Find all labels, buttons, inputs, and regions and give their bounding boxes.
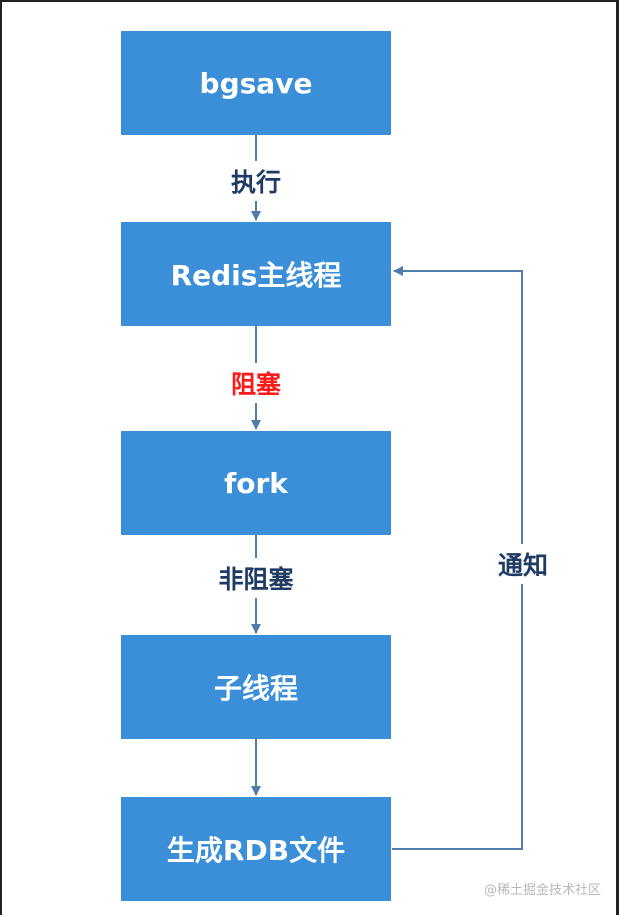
generate-rdb-node: 生成RDB文件 bbox=[121, 797, 391, 901]
fork-node: fork bbox=[121, 431, 391, 535]
edge-label-exec: 执行 bbox=[196, 161, 316, 201]
frame-left-border bbox=[0, 0, 2, 915]
frame-top-border bbox=[0, 0, 619, 2]
bgsave-node-label: bgsave bbox=[199, 66, 313, 100]
main-thread-node: Redis主线程 bbox=[121, 222, 391, 326]
edge-label-block: 阻塞 bbox=[196, 363, 316, 403]
main-thread-node-label: Redis主线程 bbox=[170, 259, 342, 292]
frame-right-border bbox=[616, 0, 619, 915]
fork-node-label: fork bbox=[224, 466, 288, 500]
bgsave-node: bgsave bbox=[121, 31, 391, 135]
edge-label-notify: 通知 bbox=[488, 544, 558, 584]
watermark: @稀土掘金技术社区 bbox=[483, 883, 601, 898]
edge-label-non-block: 非阻塞 bbox=[196, 558, 316, 598]
generate-rdb-node-label: 生成RDB文件 bbox=[166, 834, 346, 867]
child-thread-node: 子线程 bbox=[121, 635, 391, 739]
child-thread-node-label: 子线程 bbox=[213, 672, 298, 705]
